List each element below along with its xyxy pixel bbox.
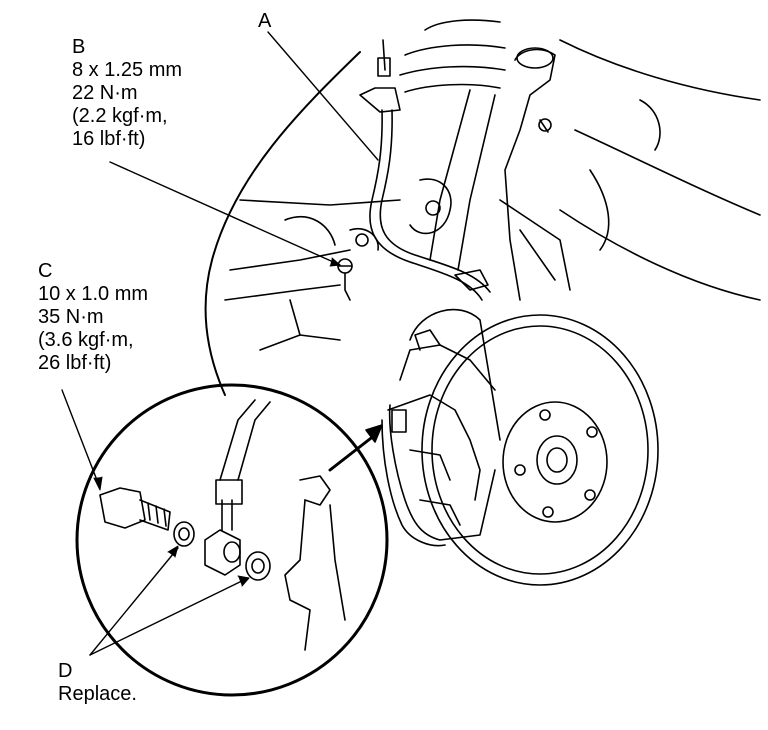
detail-circle: [75, 383, 389, 697]
leader-d2: [89, 577, 249, 656]
callout-b-thread: 8 x 1.25 mm: [72, 59, 183, 81]
body-panel-lines: [559, 39, 761, 101]
leader-a: [267, 31, 379, 161]
callout-b-torque-kgfm: (2.2 kgf·m,: [72, 105, 168, 127]
callout-d: D Replace.: [58, 660, 137, 706]
lower-arm: [224, 178, 571, 351]
brake-disc: [421, 314, 659, 586]
leader-d1: [89, 547, 179, 656]
callout-b-label: B: [72, 36, 86, 58]
callout-d-note: Replace.: [58, 683, 137, 705]
bolt-b: [337, 258, 353, 301]
callout-d-label: D: [58, 660, 73, 682]
callout-b: B 8 x 1.25 mm 22 N·m (2.2 kgf·m, 16 lbf·…: [72, 36, 182, 151]
callout-c: C 10 x 1.0 mm 35 N·m (3.6 kgf·m, 26 lbf·…: [38, 260, 148, 375]
callout-c-label: C: [38, 260, 53, 282]
callout-c-thread: 10 x 1.0 mm: [38, 283, 149, 305]
callout-b-torque-nm: 22 N·m: [72, 82, 138, 104]
zoom-arrow: [328, 424, 383, 472]
callout-b-torque-lbfft: 16 lbf·ft): [72, 128, 146, 150]
callout-c-torque-nm: 35 N·m: [38, 306, 104, 328]
callout-c-torque-lbfft: 26 lbf·ft): [38, 352, 112, 374]
brake-caliper: [381, 308, 501, 547]
brake-hose: [359, 39, 491, 301]
strut-assembly: [399, 19, 556, 301]
callout-c-torque-kgfm: (3.6 kgf·m,: [38, 329, 134, 351]
leader-c: [61, 389, 101, 489]
callout-a-label: A: [258, 10, 272, 32]
leader-b: [109, 161, 341, 266]
wheel-well-outline: [204, 51, 361, 396]
